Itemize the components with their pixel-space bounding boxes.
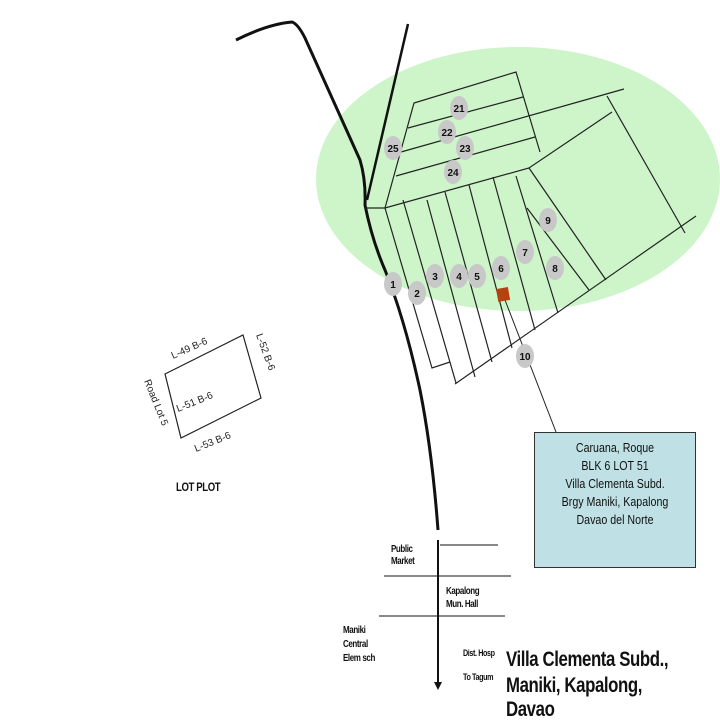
lot-marker-8[interactable]: 8 <box>546 256 564 280</box>
landmark-line: Public <box>391 544 413 555</box>
lot-plot-bottom: L-53 B-6 <box>193 430 233 455</box>
lot-marker-4[interactable]: 4 <box>450 264 468 288</box>
main-highway <box>235 20 440 531</box>
lot-marker-5[interactable]: 5 <box>468 264 486 288</box>
lot-circle <box>438 120 456 144</box>
lot-circle <box>384 272 402 296</box>
house-marker[interactable] <box>496 287 511 302</box>
landmark-line: Central <box>343 639 368 650</box>
lot-circle <box>426 264 444 288</box>
landmark-line: Market <box>391 556 415 567</box>
landmark-line: Elem sch <box>343 653 375 664</box>
landmark-line: Kapalong <box>446 586 480 597</box>
lot-number: 4 <box>456 272 462 283</box>
subdivision-name: Villa Clementa Subd. <box>565 476 665 491</box>
map-title-line1: Villa Clementa Subd., <box>506 648 669 671</box>
lot-plot-center: L-51 B-6 <box>175 390 215 415</box>
lot-circle <box>539 208 557 232</box>
lot-circle <box>384 136 402 160</box>
lot-circle <box>408 281 426 305</box>
lot-marker-22[interactable]: 22 <box>438 120 456 144</box>
block-lot: BLK 6 LOT 51 <box>581 458 649 473</box>
lot-circle <box>456 136 474 160</box>
access-road <box>379 540 511 684</box>
lot-marker-7[interactable]: 7 <box>516 240 534 264</box>
owner-name: Caruana, Roque <box>575 440 655 455</box>
lot-circle <box>516 240 534 264</box>
direction-arrow-icon <box>434 682 442 690</box>
side-road <box>365 23 410 201</box>
landmark-public-market: Public Market <box>391 544 415 568</box>
lot-number: 24 <box>447 168 459 179</box>
lot-marker-3[interactable]: 3 <box>426 264 444 288</box>
lot-number: 2 <box>414 289 420 300</box>
landmark-to-tagum: To Tagum <box>463 672 494 682</box>
lot-circle <box>516 344 534 368</box>
lot-circle <box>468 264 486 288</box>
lot-number: 8 <box>552 264 558 275</box>
lot-marker-6[interactable]: 6 <box>492 256 510 280</box>
province: Davao del Norte <box>576 512 654 527</box>
lot-marker-10[interactable]: 10 <box>516 344 534 368</box>
lot-plot-top: L-49 B-6 <box>170 336 210 362</box>
owner-info-box: Caruana, Roque BLK 6 LOT 51 Villa Clemen… <box>534 432 696 568</box>
lot-marker-2[interactable]: 2 <box>408 281 426 305</box>
lot-plot-right: L-52 B-6 <box>253 332 277 372</box>
map-title-line2: Maniki, Kapalong, Davao <box>506 674 643 720</box>
lot-circle <box>450 96 468 120</box>
lot-plot-road: Road Lot 5 <box>141 378 170 428</box>
landmark-line: Mun. Hall <box>446 599 478 610</box>
landmark-school: Maniki Central Elem sch <box>343 624 375 666</box>
landmark-mun-hall: Kapalong Mun. Hall <box>446 585 480 611</box>
lot-circle <box>450 264 468 288</box>
lot-number: 23 <box>459 144 471 155</box>
lot-marker-24[interactable]: 24 <box>444 160 462 184</box>
lot-plot-title: LOT PLOT <box>176 480 221 494</box>
lot-number: 3 <box>432 272 438 283</box>
lot-number: 6 <box>498 264 504 275</box>
barangay: Brgy Maniki, Kapalong <box>561 494 669 509</box>
lot-marker-23[interactable]: 23 <box>456 136 474 160</box>
lot-number: 25 <box>387 144 399 155</box>
lot-circle <box>444 160 462 184</box>
lot-plot-shape <box>164 334 262 439</box>
lot-number: 21 <box>453 104 465 115</box>
lot-number: 22 <box>441 128 453 139</box>
lot-marker-1[interactable]: 1 <box>384 272 402 296</box>
lot-marker-25[interactable]: 25 <box>384 136 402 160</box>
lot-number: 9 <box>545 216 551 227</box>
subdivision-area <box>316 47 720 311</box>
lot-circle <box>546 256 564 280</box>
lot-circle <box>492 256 510 280</box>
lot-number: 7 <box>522 248 528 259</box>
lot-marker-9[interactable]: 9 <box>539 208 557 232</box>
landmark-line: Maniki <box>343 625 366 636</box>
lot-number: 10 <box>519 352 531 363</box>
lot-number: 5 <box>474 272 480 283</box>
landmark-hospital: Dist. Hosp <box>463 648 495 658</box>
lot-marker-21[interactable]: 21 <box>450 96 468 120</box>
lot-number: 1 <box>390 280 396 291</box>
